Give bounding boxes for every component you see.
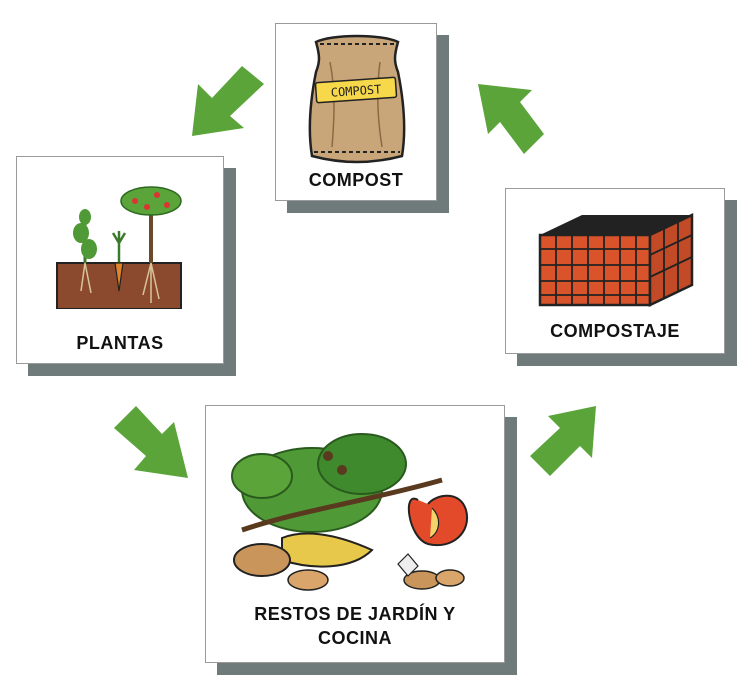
plantas-card: PLANTAS — [16, 156, 224, 364]
restos-label-line2: COCINA — [318, 628, 392, 648]
arrow-icon — [192, 66, 264, 136]
garden-waste-icon — [231, 433, 469, 591]
plantas-label: PLANTAS — [76, 333, 164, 353]
restos-label-line1: RESTOS DE JARDÍN Y — [254, 604, 456, 624]
compost-label: COMPOST — [308, 170, 404, 190]
compost-bag-icon: COMPOST — [308, 34, 406, 164]
compostaje-label: COMPOSTAJE — [550, 321, 680, 341]
compost-crate-icon — [538, 213, 694, 307]
compostaje-card: COMPOSTAJE — [505, 188, 725, 354]
bag-text: COMPOST — [330, 82, 381, 99]
arrow-icon — [530, 406, 596, 476]
arrow-icon — [114, 406, 188, 478]
plants-icon — [56, 186, 182, 309]
compost-card: COMPOST COMPOST — [275, 23, 437, 201]
arrow-icon — [478, 84, 544, 154]
restos-card: RESTOS DE JARDÍN Y COCINA — [205, 405, 505, 663]
